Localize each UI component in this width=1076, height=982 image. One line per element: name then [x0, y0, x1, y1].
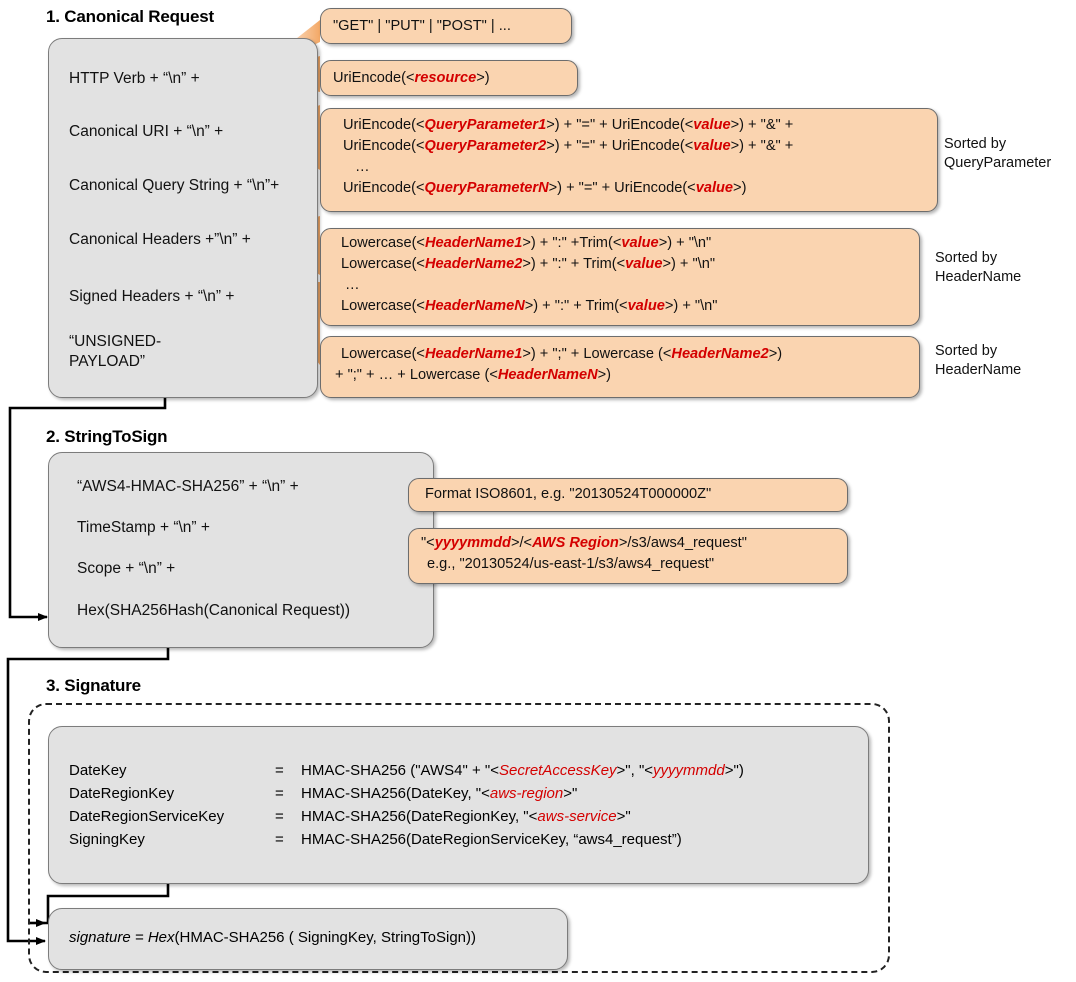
callout-ch-line1: Lowercase(<HeaderName1>) + ":" +Trim(<va…	[341, 235, 712, 251]
key-row-signingkey: SigningKey = HMAC-SHA256(DateRegionServi…	[69, 828, 744, 851]
callout-sh-line2: + ";" + … + Lowercase (<HeaderNameN>)	[335, 367, 612, 383]
key-derivation-box: DateKey = HMAC-SHA256 ("AWS4" + "<Secret…	[48, 726, 869, 884]
callout-qs-ellipsis: …	[355, 159, 370, 175]
key-row-dateregionkey-eq: =	[275, 785, 284, 802]
key-row-dateregionkey-name: DateRegionKey	[69, 785, 175, 802]
signature-expression: signature = Hex(HMAC-SHA256 ( SigningKey…	[69, 929, 476, 946]
key-row-datekey-expr: HMAC-SHA256 ("AWS4" + "<SecretAccessKey>…	[301, 762, 744, 779]
cr-line-unsigned-1: “UNSIGNED-	[69, 333, 162, 350]
callout-qs-line4: UriEncode(<QueryParameterN>) + "=" + Uri…	[343, 180, 747, 196]
key-row-dateregionkey: DateRegionKey = HMAC-SHA256(DateKey, "<a…	[69, 782, 744, 805]
note-sorted-query-l1: Sorted by	[944, 136, 1007, 152]
cr-line-http-verb: HTTP Verb + “\n” +	[69, 70, 200, 87]
key-derivation-rows: DateKey = HMAC-SHA256 ("AWS4" + "<Secret…	[69, 759, 744, 851]
sts-line-algorithm: “AWS4-HMAC-SHA256” + “\n” +	[77, 478, 299, 495]
callout-qs-line2: UriEncode(<QueryParameter2>) + "=" + Uri…	[343, 138, 794, 154]
callout-sh-line1: Lowercase(<HeaderName1>) + ";" + Lowerca…	[341, 346, 783, 362]
cr-line-canonical-uri: Canonical URI + “\n” +	[69, 123, 224, 140]
cr-line-canonical-headers: Canonical Headers +”\n” +	[69, 231, 251, 248]
cr-line-unsigned-2: PAYLOAD”	[69, 353, 146, 370]
key-row-dateregionkey-expr: HMAC-SHA256(DateKey, "<aws-region>"	[301, 785, 578, 802]
callout-http-verb-line: "GET" | "PUT" | "POST" | ...	[333, 18, 511, 34]
callout-canonical-headers: Lowercase(<HeaderName1>) + ":" +Trim(<va…	[320, 228, 920, 326]
section3-heading: 3. Signature	[46, 676, 141, 695]
key-row-dateregionservicekey-expr: HMAC-SHA256(DateRegionKey, "<aws-service…	[301, 808, 631, 825]
signature-hex: Hex	[147, 929, 175, 946]
section2-heading: 2. StringToSign	[46, 427, 168, 446]
key-row-datekey-eq: =	[275, 762, 284, 779]
callout-scope-line2: e.g., "20130524/us-east-1/s3/aws4_reques…	[427, 556, 715, 572]
note-sorted-header1-l1: Sorted by	[935, 250, 998, 266]
signature-label: signature =	[69, 929, 148, 946]
cr-line-signed-headers: Signed Headers + “\n” +	[69, 288, 235, 305]
key-row-signingkey-name: SigningKey	[69, 831, 145, 848]
canonical-request-box: HTTP Verb + “\n” + Canonical URI + “\n” …	[48, 38, 318, 398]
callout-ch-line2: Lowercase(<HeaderName2>) + ":" + Trim(<v…	[341, 256, 716, 272]
callout-timestamp-line: Format ISO8601, e.g. "20130524T000000Z"	[425, 486, 712, 502]
callout-timestamp: Format ISO8601, e.g. "20130524T000000Z"	[408, 478, 848, 512]
key-row-signingkey-eq: =	[275, 831, 284, 848]
note-sorted-query-l2: QueryParameter	[944, 155, 1052, 171]
sts-line-scope: Scope + “\n” +	[77, 560, 176, 577]
callout-ch-ellipsis: …	[345, 277, 360, 293]
note-sorted-header2-l1: Sorted by	[935, 343, 998, 359]
callout-uri: UriEncode(<resource>)	[320, 60, 578, 96]
section1-heading: 1. Canonical Request	[46, 7, 214, 26]
key-row-signingkey-expr: HMAC-SHA256(DateRegionServiceKey, “aws4_…	[301, 831, 682, 848]
note-sorted-header2-l2: HeaderName	[935, 362, 1022, 378]
key-row-datekey-name: DateKey	[69, 762, 127, 779]
key-row-dateregionservicekey-name: DateRegionServiceKey	[69, 808, 225, 825]
callout-uri-line: UriEncode(<resource>)	[333, 70, 490, 86]
key-row-dateregionservicekey: DateRegionServiceKey = HMAC-SHA256(DateR…	[69, 805, 744, 828]
callout-scope: "<yyyymmdd>/<AWS Region>/s3/aws4_request…	[408, 528, 848, 584]
key-row-datekey: DateKey = HMAC-SHA256 ("AWS4" + "<Secret…	[69, 759, 744, 782]
cr-line-query-string: Canonical Query String + “\n”+	[69, 177, 280, 194]
callout-qs-line1: UriEncode(<QueryParameter1>) + "=" + Uri…	[343, 117, 794, 133]
callout-scope-line1: "<yyyymmdd>/<AWS Region>/s3/aws4_request…	[421, 535, 747, 551]
callout-ch-line4: Lowercase(<HeaderNameN>) + ":" + Trim(<v…	[341, 298, 718, 314]
key-row-dateregionservicekey-eq: =	[275, 808, 284, 825]
note-sorted-header1-l2: HeaderName	[935, 269, 1022, 285]
callout-query-string: UriEncode(<QueryParameter1>) + "=" + Uri…	[320, 108, 938, 212]
sts-line-timestamp: TimeStamp + “\n” +	[77, 519, 210, 536]
signature-expr: (HMAC-SHA256 ( SigningKey, StringToSign)…	[174, 929, 477, 946]
signature-dashed-container	[28, 703, 890, 973]
sts-line-hash: Hex(SHA256Hash(Canonical Request))	[77, 602, 351, 619]
signature-box: signature = Hex(HMAC-SHA256 ( SigningKey…	[48, 908, 568, 970]
callout-http-verb: "GET" | "PUT" | "POST" | ...	[320, 8, 572, 44]
string-to-sign-box: “AWS4-HMAC-SHA256” + “\n” + TimeStamp + …	[48, 452, 434, 648]
callout-signed-headers: Lowercase(<HeaderName1>) + ";" + Lowerca…	[320, 336, 920, 398]
